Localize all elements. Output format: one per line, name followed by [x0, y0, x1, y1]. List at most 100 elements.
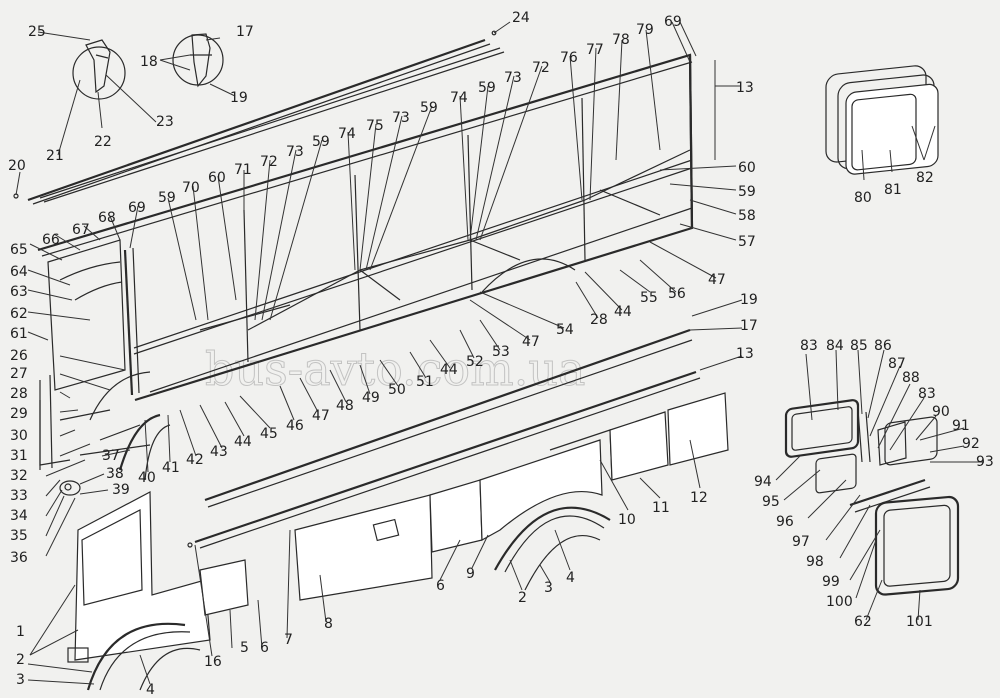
callout-69: 69 [128, 200, 146, 216]
window-kit-parts [784, 399, 960, 596]
callout-58: 58 [738, 208, 756, 224]
callout-83: 83 [918, 386, 936, 402]
callout-52: 52 [466, 354, 484, 370]
callout-30: 30 [10, 428, 28, 444]
callout-45: 45 [260, 426, 278, 442]
callout-28: 28 [590, 312, 608, 328]
callout-1: 1 [16, 624, 25, 640]
detail-circle-b [172, 33, 224, 88]
callout-79: 79 [636, 22, 654, 38]
callout-26: 26 [10, 348, 28, 364]
watermark: bus-avto.com.ua [205, 342, 585, 396]
callout-44: 44 [440, 362, 458, 378]
detail-circle-a [72, 39, 126, 100]
callout-22: 22 [94, 134, 112, 150]
callout-73: 73 [392, 110, 410, 126]
callout-59: 59 [420, 100, 438, 116]
callout-46: 46 [286, 418, 304, 434]
callout-88: 88 [902, 370, 920, 386]
callout-60: 60 [738, 160, 756, 176]
callout-38: 38 [106, 466, 124, 482]
callout-7: 7 [284, 632, 293, 648]
callout-47: 47 [312, 408, 330, 424]
callout-98: 98 [806, 554, 824, 570]
callout-92: 92 [962, 436, 980, 452]
callout-101: 101 [906, 614, 933, 630]
callout-36: 36 [10, 550, 28, 566]
window-assembly-top [825, 65, 939, 175]
callout-32: 32 [10, 468, 28, 484]
callout-65: 65 [10, 242, 28, 258]
callout-2: 2 [518, 590, 527, 606]
callout-44: 44 [614, 304, 632, 320]
callout-90: 90 [932, 404, 950, 420]
callout-4: 4 [146, 682, 155, 698]
callout-39: 39 [112, 482, 130, 498]
callout-40: 40 [138, 470, 156, 486]
callout-55: 55 [640, 290, 658, 306]
callout-87: 87 [888, 356, 906, 372]
callout-34: 34 [10, 508, 28, 524]
callout-57: 57 [738, 234, 756, 250]
callout-59: 59 [312, 134, 330, 150]
callout-63: 63 [10, 284, 28, 300]
callout-94: 94 [754, 474, 772, 490]
callout-42: 42 [186, 452, 204, 468]
callout-84: 84 [826, 338, 844, 354]
callout-62: 62 [854, 614, 872, 630]
callout-13: 13 [736, 346, 754, 362]
callout-18: 18 [140, 54, 158, 70]
callout-72: 72 [532, 60, 550, 76]
callout-51: 51 [416, 374, 434, 390]
callout-5: 5 [240, 640, 249, 656]
callout-86: 86 [874, 338, 892, 354]
callout-93: 93 [976, 454, 994, 470]
callout-59: 59 [738, 184, 756, 200]
callout-74: 74 [338, 126, 356, 142]
callout-28: 28 [10, 386, 28, 402]
callout-80: 80 [854, 190, 872, 206]
callout-9: 9 [466, 566, 475, 582]
callout-95: 95 [762, 494, 780, 510]
callout-17: 17 [740, 318, 758, 334]
callout-81: 81 [884, 182, 902, 198]
callout-12: 12 [690, 490, 708, 506]
callout-6: 6 [260, 640, 269, 656]
side-frame [37, 53, 694, 466]
callout-59: 59 [478, 80, 496, 96]
callout-10: 10 [618, 512, 636, 528]
callout-50: 50 [388, 382, 406, 398]
callout-11: 11 [652, 500, 670, 516]
callout-59: 59 [158, 190, 176, 206]
callout-43: 43 [210, 444, 228, 460]
callout-48: 48 [336, 398, 354, 414]
front-corner-parts [39, 374, 171, 496]
callout-99: 99 [822, 574, 840, 590]
callout-53: 53 [492, 344, 510, 360]
callout-47: 47 [708, 272, 726, 288]
callout-49: 49 [362, 390, 380, 406]
callout-78: 78 [612, 32, 630, 48]
callout-67: 67 [72, 222, 90, 238]
callout-61: 61 [10, 326, 28, 342]
callout-33: 33 [10, 488, 28, 504]
callout-69: 69 [664, 14, 682, 30]
callout-37: 37 [102, 448, 120, 464]
callout-23: 23 [156, 114, 174, 130]
callout-4: 4 [566, 570, 575, 586]
callout-16: 16 [204, 654, 222, 670]
callout-8: 8 [324, 616, 333, 632]
callout-64: 64 [10, 264, 28, 280]
callout-77: 77 [586, 42, 604, 58]
callout-6: 6 [436, 578, 445, 594]
callout-96: 96 [776, 514, 794, 530]
callout-27: 27 [10, 366, 28, 382]
callout-83: 83 [800, 338, 818, 354]
callout-74: 74 [450, 90, 468, 106]
callout-54: 54 [556, 322, 574, 338]
callout-97: 97 [792, 534, 810, 550]
callout-85: 85 [850, 338, 868, 354]
callout-47: 47 [522, 334, 540, 350]
leader-lines [15, 21, 984, 685]
